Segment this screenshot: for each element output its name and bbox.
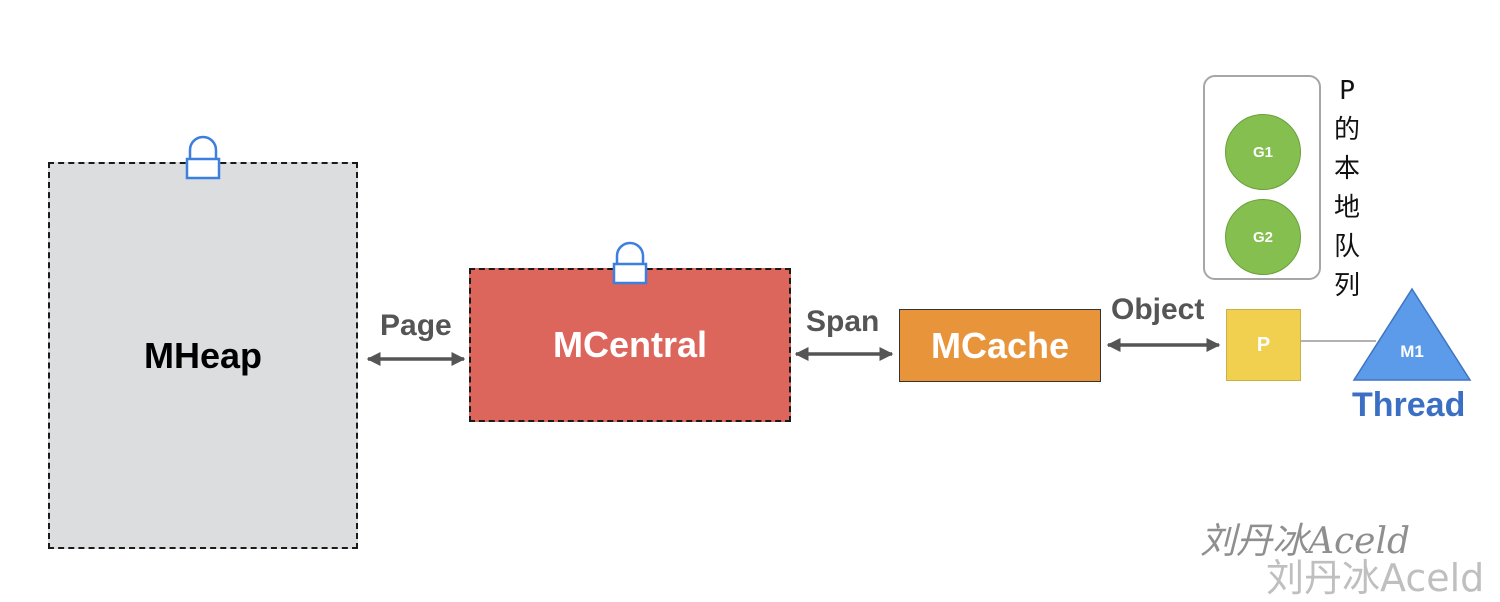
queue-label-char: 的 (1333, 115, 1360, 145)
span-flow-label: Span (806, 305, 880, 338)
mcentral-lock-icon (612, 241, 648, 285)
mcache-box: MCache (899, 309, 1101, 382)
p-local-queue: G1 G2 (1203, 75, 1321, 280)
object-flow-label: Object (1111, 293, 1205, 326)
m1-label: M1 (1400, 342, 1424, 361)
goroutine-g1: G1 (1225, 114, 1301, 190)
local-queue-label: P 的 本 地 队 列 (1331, 72, 1363, 306)
watermark-script: 刘丹冰Aceld (1200, 521, 1411, 562)
p-processor-box: P (1226, 309, 1301, 381)
goroutine-g2: G2 (1225, 199, 1301, 275)
mheap-box: MHeap (48, 162, 358, 549)
page-flow-label: Page (380, 309, 452, 342)
queue-label-char: 列 (1333, 271, 1360, 301)
queue-label-char: 地 (1333, 193, 1360, 223)
mheap-lock-icon (185, 135, 221, 180)
mcentral-box: MCentral (469, 268, 791, 422)
queue-label-char: 队 (1333, 232, 1360, 262)
queue-label-char: P (1339, 76, 1355, 106)
thread-label: Thread (1352, 386, 1466, 424)
watermark-plain: 刘丹冰Aceld (1266, 556, 1485, 600)
queue-label-char: 本 (1333, 154, 1360, 184)
m1-thread-triangle (1352, 287, 1472, 381)
